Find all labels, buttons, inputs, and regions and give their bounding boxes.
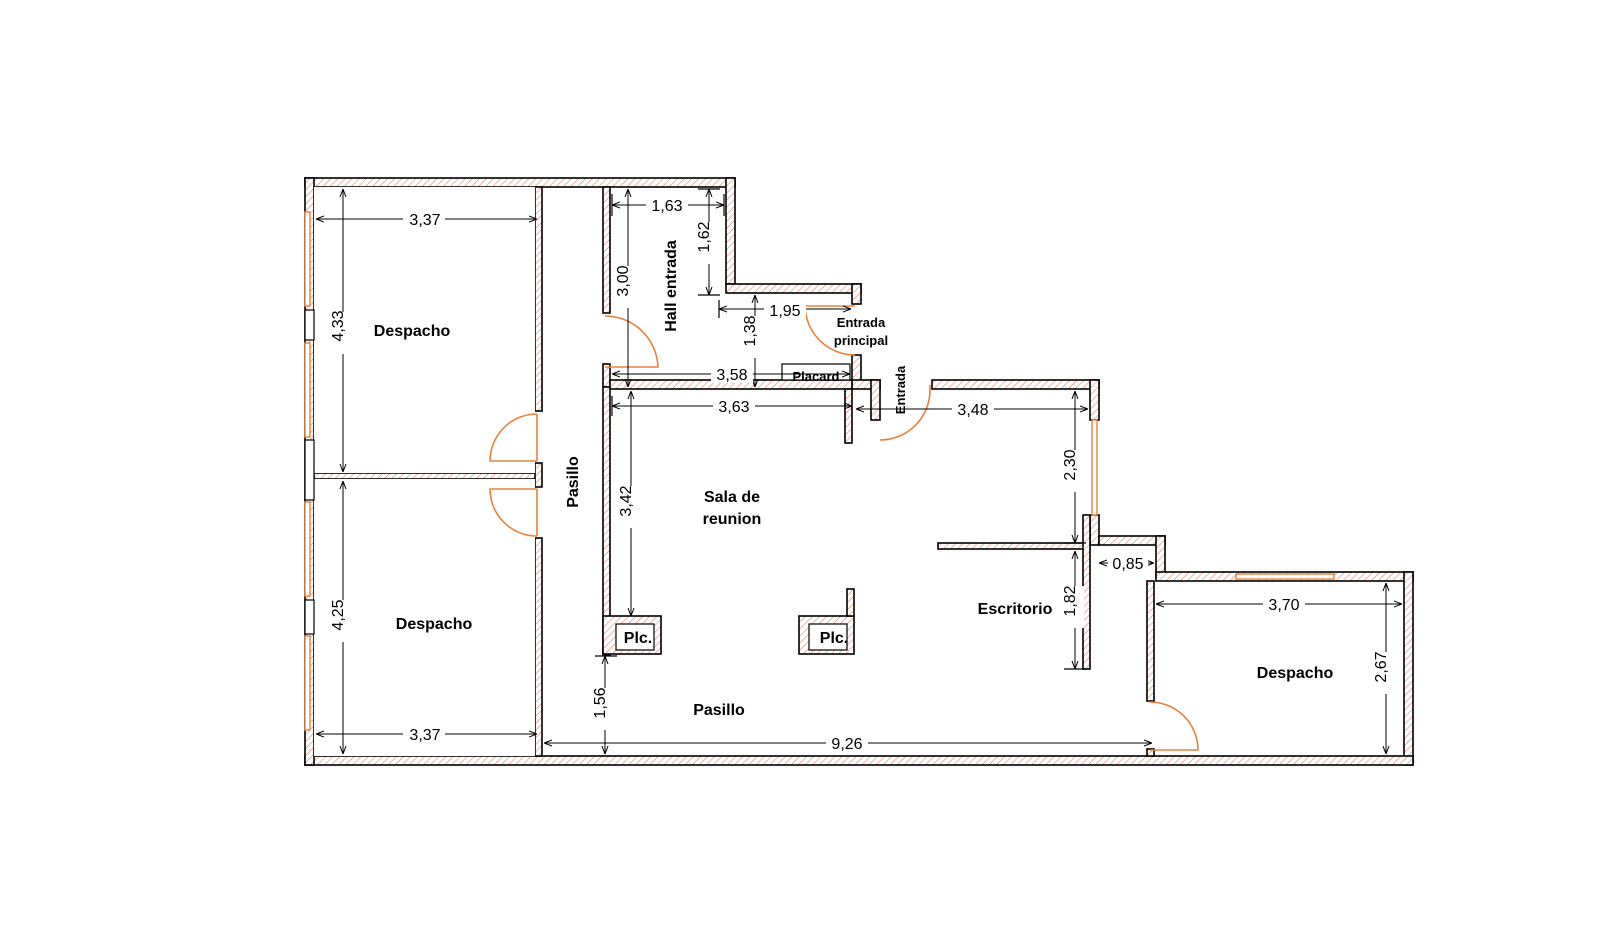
door-entrada (879, 385, 931, 441)
dim-entry-depth: 1,38 (742, 315, 759, 346)
label-despacho-top: Despacho (374, 323, 451, 340)
dim-corridor-top: 3,58 (716, 367, 747, 384)
dim-sala-height: 3,42 (618, 485, 635, 516)
dim-pasillo-height: 1,56 (592, 687, 609, 718)
door-office-top (489, 413, 538, 462)
label-despacho-bottom: Despacho (396, 616, 473, 633)
plc-center-box (808, 623, 848, 651)
dim-right-width: 3,48 (957, 402, 988, 419)
dim-right-height: 2,30 (1062, 449, 1079, 480)
wall-sala-left (602, 386, 611, 656)
wall-plc-center-post (846, 588, 855, 617)
wall-escritorio-post (1082, 514, 1091, 670)
label-despacho-right: Despacho (1257, 665, 1334, 682)
wall-hall-right (725, 177, 736, 285)
label-pasillo-vertical: Pasillo (565, 456, 582, 508)
label-pasillo-bottom: Pasillo (693, 702, 745, 719)
wall-office-right-top (534, 186, 543, 412)
window-left-1 (304, 211, 311, 307)
window-right-side (1091, 419, 1098, 516)
dim-hall-width: 1,63 (651, 198, 682, 215)
window-mullion-3 (304, 599, 315, 635)
label-entrada-vertical: Entrada (893, 365, 908, 414)
label-sala-1: Sala de (704, 489, 760, 506)
dimension-labels: 3,37 4,33 4,25 3,37 1,63 3,00 1,62 1,95 … (330, 196, 1395, 753)
dim-sala-width: 3,63 (718, 399, 749, 416)
window-left-4 (304, 635, 311, 731)
label-entrada-principal-2: principal (834, 333, 888, 348)
dim-right-office-width: 3,70 (1268, 597, 1299, 614)
wall-entry-jamb-top (851, 283, 862, 305)
door-hall (604, 315, 659, 368)
label-entrada-principal-1: Entrada (837, 315, 886, 330)
dim-escritorio-gap: 0,85 (1112, 556, 1143, 573)
dim-top-office-height: 4,33 (330, 310, 347, 341)
wall-top-left (304, 177, 736, 188)
wall-sala-inner-post (844, 388, 853, 444)
wall-office-right-bottom (534, 537, 543, 757)
room-labels: Despacho Despacho Despacho Pasillo Pasil… (374, 240, 1334, 719)
dim-top-office-width: 3,37 (409, 212, 440, 229)
door-office-bottom (489, 488, 538, 537)
wall-escritorio-partition (937, 542, 1091, 550)
label-escritorio: Escritorio (978, 601, 1053, 618)
dim-bottom-office-height: 4,25 (330, 599, 347, 630)
plc-left-box (615, 623, 655, 651)
wall-right-office-left (1146, 580, 1155, 702)
door-right-office (1149, 701, 1199, 751)
wall-office-right-mid (534, 462, 543, 488)
wall-office-divider (313, 472, 540, 480)
wall-right-side-low (1089, 514, 1100, 546)
dim-right-office-height: 2,67 (1373, 651, 1390, 682)
dim-total-width: 9,26 (831, 736, 862, 753)
window-mullion-1 (304, 309, 315, 341)
window-right-office (1235, 573, 1335, 580)
wall-hall-left (602, 186, 611, 314)
wall-right-side (1089, 379, 1100, 421)
label-plc-center: Plc. (820, 630, 848, 647)
label-hall-entrada: Hall entrada (663, 240, 680, 332)
wall-escritorio-step-down (1155, 535, 1166, 577)
wall-right-office-left-low (1146, 748, 1155, 757)
dim-entry-width: 1,95 (769, 303, 800, 320)
window-mullion-2 (304, 439, 315, 501)
window-left-3 (304, 501, 311, 597)
dim-escritorio-height: 1,82 (1062, 585, 1079, 616)
wall-right-top (931, 379, 1100, 390)
wall-far-right (1403, 571, 1414, 766)
dim-hall-step: 1,62 (696, 221, 713, 252)
window-left-2 (304, 342, 311, 438)
windows (304, 211, 1335, 731)
wall-hall-step (725, 283, 862, 294)
label-placard: Placard (793, 369, 840, 384)
dim-bottom-office-width: 3,37 (409, 727, 440, 744)
label-plc-left: Plc. (624, 630, 652, 647)
wall-bottom (304, 755, 1414, 766)
dim-hall-height: 3,00 (615, 265, 632, 296)
wall-entry-lower-post (870, 379, 881, 421)
label-sala-2: reunion (703, 511, 762, 528)
wall-escritorio-step (1098, 535, 1166, 546)
